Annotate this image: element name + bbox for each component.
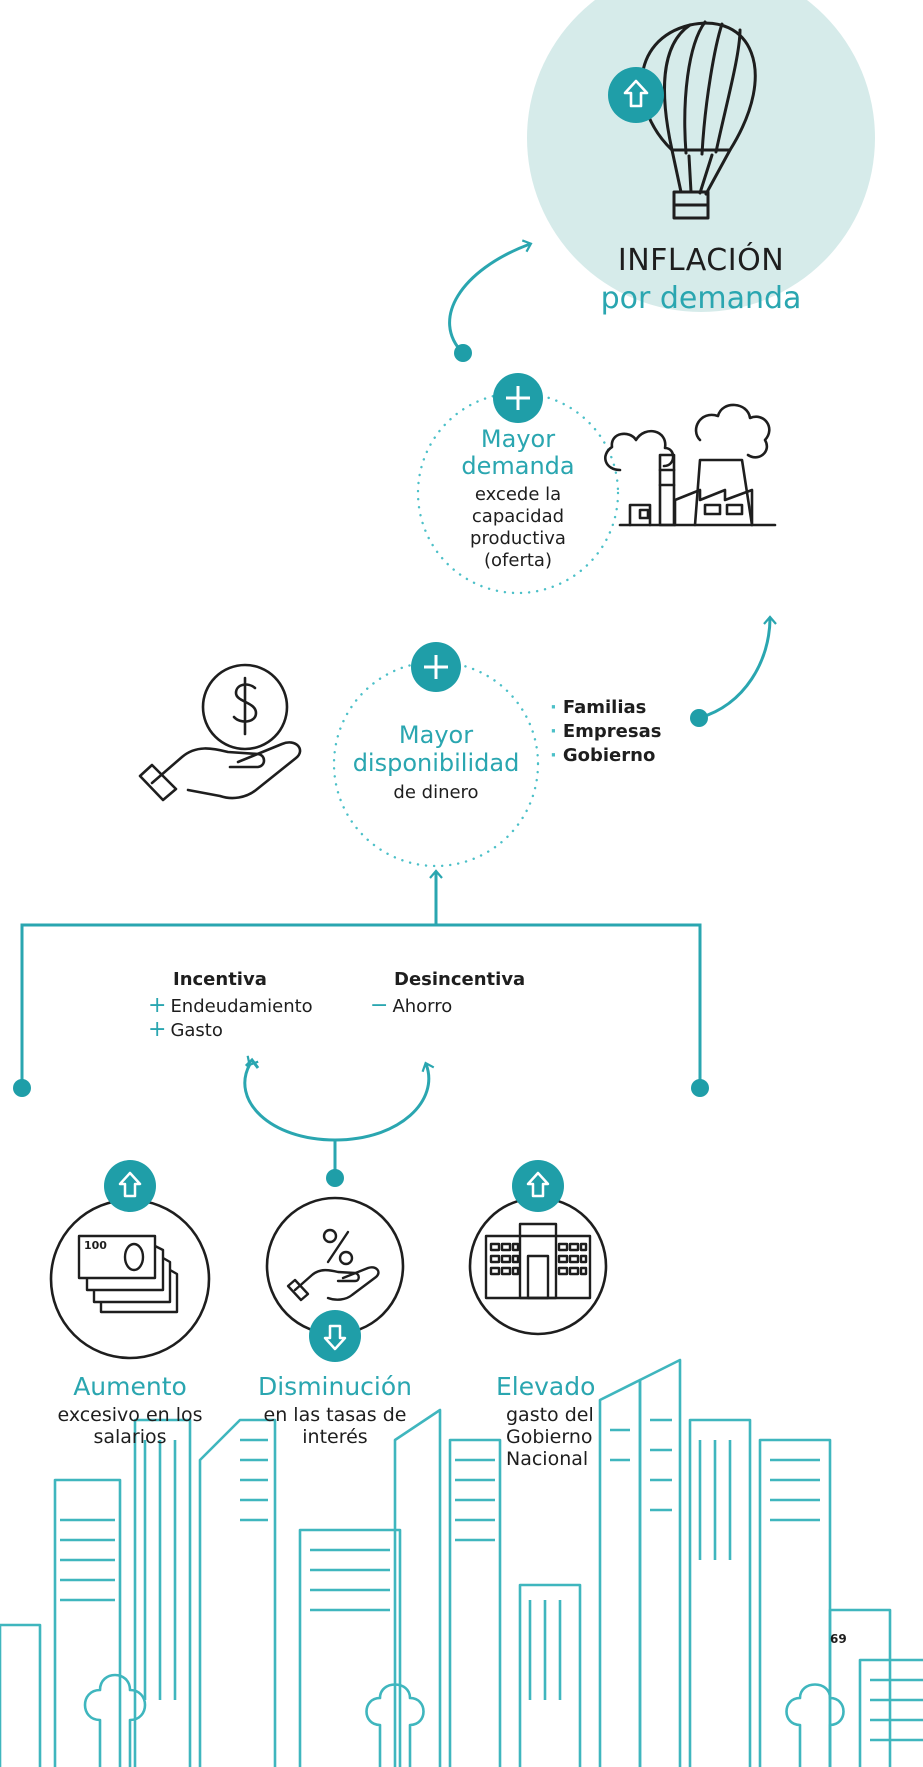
- cause-desc-line: excesivo en los: [57, 1404, 203, 1426]
- cause-desc-line: Nacional: [506, 1448, 589, 1470]
- cause-desc-line: Gobierno: [506, 1426, 593, 1448]
- demand-desc-line2: capacidad: [471, 506, 565, 527]
- government-building-circle: [468, 1196, 608, 1336]
- plus-icon: [493, 373, 543, 423]
- money-dotted-circle: [332, 660, 540, 868]
- interest-effects-arrow: [243, 1055, 336, 1142]
- demand-title-line1: Mayor: [480, 425, 556, 453]
- factory-icon: [604, 403, 777, 527]
- cause-title-salarios: Aumento: [73, 1372, 187, 1401]
- arrow-to-inflation: [448, 239, 533, 355]
- inflation-title: INFLACIÓN: [617, 243, 785, 278]
- cause-desc-line: interés: [302, 1426, 368, 1448]
- up-arrow-icon: [512, 1160, 564, 1212]
- cause-desc-line: en las tasas de: [263, 1404, 407, 1426]
- cause-desc-line: salarios: [93, 1426, 167, 1448]
- desincentiva-item: −Ahorro: [370, 993, 453, 1018]
- city-skyline-illustration: [0, 1358, 923, 1767]
- hot-air-balloon-icon: [640, 20, 757, 220]
- banknotes-circle: 100: [49, 1198, 211, 1360]
- down-arrow-icon: [309, 1310, 361, 1362]
- agent-item: ·Empresas: [550, 720, 662, 742]
- page-number: 69: [830, 1632, 847, 1646]
- hand-money-icon: [138, 663, 302, 802]
- demand-desc-line4: (oferta): [484, 550, 552, 571]
- demand-desc-line3: productiva: [470, 528, 566, 549]
- demand-title-line2: demanda: [461, 452, 575, 480]
- arrow-to-demand: [698, 615, 777, 720]
- plus-icon: [411, 642, 461, 692]
- agents-list: ·Familias ·Empresas ·Gobierno: [550, 696, 661, 767]
- money-title-line2: disponibilidad: [352, 749, 520, 777]
- up-arrow-icon: [104, 1160, 156, 1212]
- cause-title-gasto: Elevado: [496, 1372, 596, 1401]
- agent-item: ·Familias: [550, 697, 647, 718]
- money-desc: de dinero: [393, 782, 479, 803]
- incentiva-title: Incentiva: [173, 969, 267, 990]
- incentiva-item: +Gasto: [148, 1017, 223, 1042]
- demand-desc-line1: excede la: [474, 484, 562, 505]
- hand-percent-circle: [265, 1196, 405, 1336]
- up-arrow-icon: [608, 67, 664, 123]
- desincentiva-title: Desincentiva: [394, 969, 526, 990]
- banknote-value: 100: [84, 1239, 107, 1252]
- agent-item: ·Gobierno: [550, 744, 656, 766]
- cause-desc-line: gasto del: [506, 1404, 594, 1426]
- inflation-subtitle: por demanda: [600, 281, 802, 316]
- incentiva-item: +Endeudamiento: [148, 993, 313, 1018]
- money-title-line1: Mayor: [398, 721, 474, 749]
- cause-connector: [20, 923, 702, 1088]
- cause-title-interes: Disminución: [257, 1372, 413, 1401]
